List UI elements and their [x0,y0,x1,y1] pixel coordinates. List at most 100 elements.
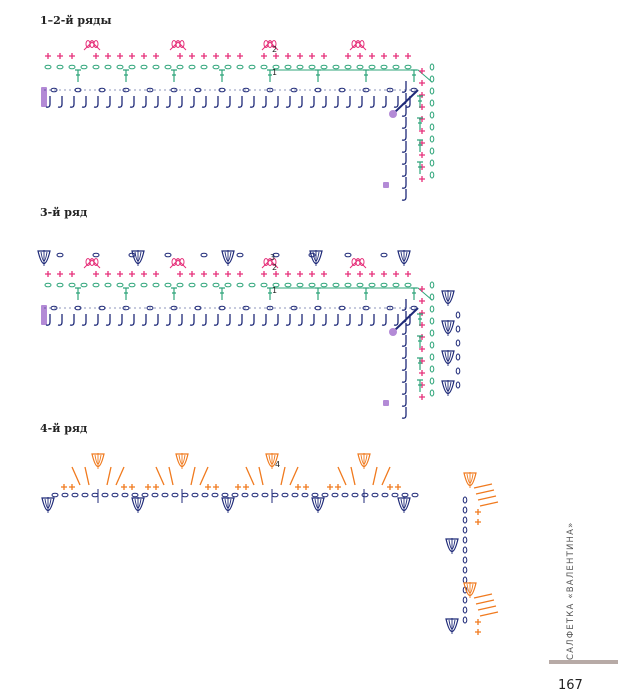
sc-stitch-symbol [303,484,309,490]
chain-stitch-symbol [128,64,136,70]
sc-stitch-symbol [475,509,481,515]
sc-stitch-symbol [117,53,123,59]
hook-stitch-symbol [401,407,407,419]
dc-stitch-symbol [123,69,129,82]
fan-lines-symbol [349,259,367,269]
row-number-label: 1 [272,286,277,295]
chain-stitch-symbol [224,64,232,70]
chain-stitch-symbol [311,492,319,498]
chain-stitch-symbol [248,64,256,70]
chain-stitch-symbol [356,282,364,288]
sc-stitch-symbol [121,484,127,490]
chain-stitch-symbol [429,87,435,95]
bobble-symbol [357,453,371,468]
hook-stitch-symbol [165,96,171,108]
fan-tr-symbol [479,501,499,507]
sc-stitch-symbol [335,484,341,490]
chain-stitch-symbol [92,252,100,258]
chain-stitch-symbol [161,492,169,498]
sc-stitch-symbol [93,271,99,277]
hook-stitch-symbol [273,96,279,108]
fan-tr-symbol [245,466,255,486]
hook-stitch-symbol [297,96,303,108]
fan-tr-symbol [381,466,391,486]
hook-stitch-symbol [201,314,207,326]
chain-stitch-symbol [455,367,461,375]
fan-lines-symbol [261,41,279,51]
sc-stitch-symbol [381,271,387,277]
chain-stitch-symbol [386,305,394,311]
dc-stitch-symbol [411,287,417,300]
sc-stitch-symbol [297,53,303,59]
chain-stitch-symbol [231,492,239,498]
hook-stitch-symbol [369,96,375,108]
sc-stitch-symbol [419,92,425,98]
sc-stitch-symbol [45,271,51,277]
fan-lines-symbol [83,259,101,269]
chain-stitch-symbol [51,492,59,498]
chain-stitch-symbol [91,492,99,498]
hook-stitch-symbol [405,96,411,108]
section-title-rows-1-2: 1–2-й ряды [40,14,112,27]
chain-stitch-symbol [251,492,259,498]
sc-stitch-symbol [393,271,399,277]
hook-stitch-symbol [333,314,339,326]
hook-stitch-symbol [401,359,407,371]
sc-stitch-symbol [273,53,279,59]
hook-stitch-symbol [321,96,327,108]
dc-stitch-symbol [315,69,321,82]
dc-stitch-symbol [123,287,129,300]
hook-stitch-symbol [345,96,351,108]
sc-stitch-symbol [57,53,63,59]
chain-stitch-symbol [272,64,280,70]
chain-stitch-symbol [380,282,388,288]
bobble-symbol [91,453,105,468]
chain-stitch-symbol [296,64,304,70]
chain-stitch-symbol [284,64,292,70]
chain-stitch-symbol [191,492,199,498]
chain-stitch-symbol [429,63,435,71]
sc-stitch-symbol [237,53,243,59]
sc-stitch-symbol [189,53,195,59]
sc-stitch-symbol [153,53,159,59]
hook-stitch-symbol [333,96,339,108]
chain-stitch-symbol [341,492,349,498]
chain-stitch-symbol [429,147,435,155]
chain-stitch-symbol [151,492,159,498]
hook-stitch-symbol [401,323,407,335]
dc-stitch-symbol [411,69,417,82]
hook-stitch-symbol [57,314,63,326]
fan-tr-symbol [337,466,347,486]
chain-stitch-symbol [429,171,435,179]
fan-tr-symbol [289,466,299,486]
sc-stitch-symbol [475,629,481,635]
chain-stitch-symbol [429,99,435,107]
sc-stitch-symbol [69,53,75,59]
sc-stitch-symbol [213,484,219,490]
sc-stitch-symbol [45,53,51,59]
chain-stitch-symbol [462,556,468,564]
chain-stitch-symbol [188,64,196,70]
fan-tr-symbol [475,599,495,605]
hook-stitch-symbol [321,314,327,326]
chain-stitch-symbol [332,64,340,70]
sc-stitch-symbol [419,68,425,74]
chain-stitch-symbol [71,492,79,498]
dc-stitch-symbol [417,357,423,370]
chain-stitch-symbol [371,492,379,498]
chain-stitch-symbol [116,64,124,70]
fan-lines-symbol [169,41,187,51]
start-marker-block [41,87,47,107]
sc-stitch-symbol [393,53,399,59]
bobble-symbol [309,250,323,265]
fan-tr-symbol [115,466,125,486]
fan-tr-symbol [473,483,493,489]
chain-stitch-symbol [462,496,468,504]
sc-stitch-symbol [69,271,75,277]
fan-tr-symbol [190,466,196,486]
hook-stitch-symbol [237,314,243,326]
hook-stitch-symbol [393,96,399,108]
sc-stitch-symbol [369,53,375,59]
chain-stitch-symbol [56,252,64,258]
chain-stitch-symbol [462,526,468,534]
